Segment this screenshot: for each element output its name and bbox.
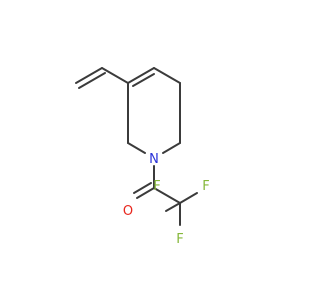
molecule-drawing: N O F F F [75,67,210,247]
cf3-bond-f-right [179,192,198,204]
vinyl-double-bond-a [75,67,103,84]
ring-bond-c6-n [162,142,181,154]
carbonyl-double-bond-b [133,182,152,194]
ring-bond-c4-c5 [153,67,181,84]
ring-double-bond-inner [132,73,155,87]
bonds [75,67,198,226]
cf3-bond-f-left [165,202,181,212]
oxygen-atom-label: O [123,204,133,219]
structure-canvas: N O F F F [75,67,210,247]
nitrogen-atom-label: N [149,152,159,167]
carbonyl-double-bond-a [136,187,155,199]
fluorine-atom-label-right: F [202,179,209,194]
vinyl-double-bond-b [78,72,106,89]
vinyl-single-bond [101,67,129,84]
ring-bond-n-c2 [127,142,146,154]
fluorine-atom-label-left: F [153,179,160,194]
ring-double-bond-outer [127,67,155,84]
carbonyl-cf3-bond [153,187,181,204]
fluorine-atom-label-bottom: F [176,232,183,247]
